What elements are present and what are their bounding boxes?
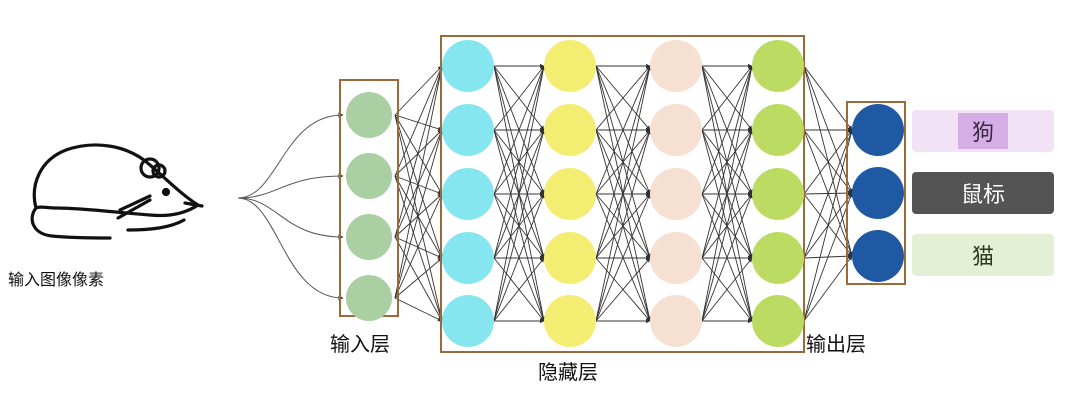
connection-line [394, 114, 443, 131]
neuron-node [752, 168, 804, 220]
connection-line [595, 65, 652, 259]
neuron-node [852, 230, 904, 282]
connection-line [803, 129, 854, 322]
input-fan-line [237, 197, 344, 301]
connection-line [394, 175, 443, 322]
output-class-mouse: 鼠标 [912, 172, 1054, 214]
neuron-node [650, 40, 702, 92]
connection-line [701, 193, 753, 322]
connection-line [394, 257, 443, 299]
connection-line [701, 257, 753, 322]
output-class-cat-label: 猫 [971, 245, 994, 270]
layer-output [852, 104, 904, 282]
connection-line [803, 65, 853, 131]
neuron-node [442, 168, 494, 220]
connection-line [394, 65, 443, 116]
neuron-node [346, 153, 392, 199]
connection-line [595, 65, 651, 131]
connection-line [701, 65, 754, 259]
connection-line [394, 175, 443, 195]
connection-lines [237, 63, 854, 324]
neuron-node [544, 232, 596, 284]
connection-line [803, 255, 853, 322]
connection-line [701, 65, 754, 322]
connection-line [394, 129, 444, 299]
neuron-node [752, 40, 804, 92]
neuron-node [442, 104, 494, 156]
connection-line [493, 65, 545, 195]
neuron-node [346, 92, 392, 138]
connection-line [394, 114, 443, 259]
neuron-node [752, 104, 804, 156]
neuron-node [650, 232, 702, 284]
neuron-node [544, 104, 596, 156]
neuron-node [650, 295, 702, 347]
connection-line [394, 236, 443, 322]
layer-hidden-3 [650, 40, 702, 347]
connection-line [595, 129, 652, 322]
input-fan-line [237, 197, 344, 240]
connection-line [595, 65, 651, 195]
neuron-node [442, 295, 494, 347]
output-class-cat: 猫 [912, 234, 1054, 276]
neuron-node [346, 214, 392, 260]
neuron-node [650, 104, 702, 156]
layer-nodes [346, 40, 904, 347]
connection-line [701, 65, 753, 131]
connection-line [493, 193, 545, 322]
connection-line [493, 65, 546, 259]
connection-line [394, 175, 443, 259]
connection-line [803, 192, 853, 322]
neuron-node [544, 168, 596, 220]
connection-line [394, 65, 444, 238]
output-layer-label: 输出层 [806, 332, 866, 356]
mouse-icon [30, 143, 204, 240]
input-layer-label: 输入层 [330, 332, 390, 356]
neuron-node [442, 232, 494, 284]
neuron-node [346, 275, 392, 321]
connection-line [394, 114, 444, 322]
connection-line [803, 65, 853, 194]
neuron-node [852, 167, 904, 219]
neuron-node [852, 104, 904, 156]
connection-line [394, 297, 443, 322]
input-fan-line [237, 173, 344, 199]
neuron-node [650, 168, 702, 220]
input-pixels-label: 输入图像像素 [8, 270, 105, 289]
connection-line [803, 129, 853, 195]
layer-hidden-4 [752, 40, 804, 347]
layer-input [346, 92, 392, 321]
neuron-node [752, 295, 804, 347]
connection-line [394, 193, 443, 299]
connection-line [493, 65, 546, 322]
connection-line [803, 129, 853, 259]
layer-hidden-1 [442, 40, 494, 347]
output-class-dog: 狗 [912, 110, 1054, 152]
output-class-mouse-label: 鼠标 [960, 183, 1005, 208]
connection-line [394, 236, 443, 259]
output-layer-frame [846, 101, 906, 285]
layer-hidden-2 [544, 40, 596, 347]
output-class-dog-label: 狗 [957, 113, 1008, 149]
neuron-node [752, 232, 804, 284]
connection-line [493, 257, 545, 322]
connection-line [701, 65, 753, 195]
neuron-node [544, 40, 596, 92]
connection-line [493, 129, 546, 322]
connection-line [394, 114, 443, 195]
connection-line [595, 257, 651, 322]
connection-line [493, 65, 545, 131]
connection-line [595, 193, 651, 322]
connection-line [394, 65, 444, 299]
input-fan-line [237, 112, 344, 199]
connection-line [394, 65, 443, 177]
connection-line [595, 65, 652, 322]
connection-line [701, 129, 754, 322]
hidden-layer-label: 隐藏层 [538, 360, 598, 384]
neuron-node [544, 295, 596, 347]
neuron-node [442, 40, 494, 92]
